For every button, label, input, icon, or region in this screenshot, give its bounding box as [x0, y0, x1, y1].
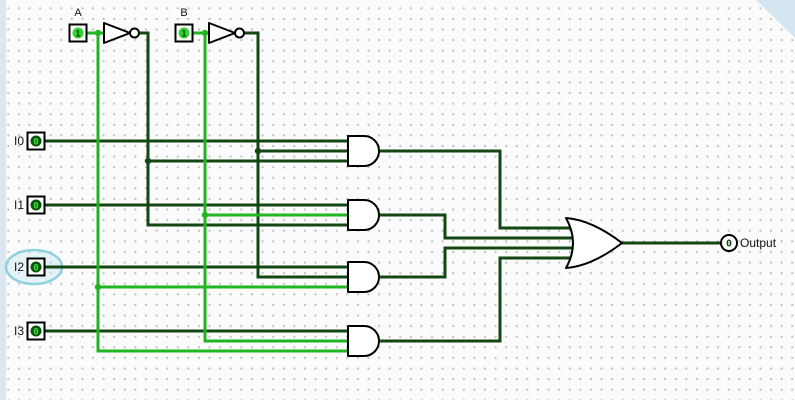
pin-i0-label: I0: [14, 134, 24, 148]
junction-notb-and1: [254, 147, 262, 155]
pin-a-label: A: [74, 7, 82, 19]
not-gate-a[interactable]: [103, 22, 140, 44]
wire-and4-to-or[interactable]: [379, 256, 576, 343]
junction-b-tap: [201, 29, 209, 37]
pin-i3-label: I3: [14, 324, 24, 338]
or-gate[interactable]: [565, 217, 623, 269]
svg-text:0: 0: [33, 264, 38, 274]
not-gate-b[interactable]: [208, 22, 245, 44]
left-edge-strip: [0, 0, 6, 400]
pin-i1-label: I1: [14, 198, 24, 212]
input-pin-a[interactable]: 1: [68, 23, 88, 43]
input-pin-i1[interactable]: 0: [26, 195, 46, 215]
junction-a-tap: [94, 29, 102, 37]
input-pin-i0[interactable]: 0: [26, 131, 46, 151]
junction-b-and2: [201, 211, 209, 219]
and-gate-4[interactable]: [347, 325, 380, 357]
svg-text:1: 1: [181, 30, 186, 40]
corner-accent: [756, 0, 795, 38]
wire-notb-out-vertical[interactable]: [243, 31, 350, 279]
wire-and1-to-or[interactable]: [379, 149, 576, 230]
and-gate-1[interactable]: [347, 135, 380, 167]
wire-and3-to-or[interactable]: [379, 246, 576, 279]
wire-a-vertical-to-and4[interactable]: [96, 33, 350, 353]
svg-text:0: 0: [33, 202, 38, 212]
wire-and2-to-or[interactable]: [379, 213, 576, 240]
junction-nota-and1: [144, 157, 152, 165]
wire-nota-out-vertical[interactable]: [139, 31, 350, 227]
and-gate-2[interactable]: [347, 199, 380, 231]
svg-text:0: 0: [33, 138, 38, 148]
input-pin-b[interactable]: 1: [174, 23, 194, 43]
wire-b-vertical-to-and4[interactable]: [203, 33, 350, 343]
pin-b-label: B: [180, 7, 187, 19]
not-b-bubble-icon: [234, 27, 245, 39]
svg-text:1: 1: [75, 30, 80, 40]
junction-a-and3: [94, 283, 102, 291]
pin-i2-label: I2: [14, 260, 24, 274]
input-pin-i3[interactable]: 0: [26, 321, 46, 341]
svg-text:0: 0: [33, 328, 38, 338]
svg-text:0: 0: [726, 239, 732, 250]
output-pin[interactable]: 0: [720, 234, 738, 252]
not-a-bubble-icon: [129, 27, 140, 39]
and-gate-3[interactable]: [347, 261, 380, 293]
input-pin-i2[interactable]: 0: [26, 257, 46, 277]
output-pin-label: Output: [740, 236, 777, 250]
